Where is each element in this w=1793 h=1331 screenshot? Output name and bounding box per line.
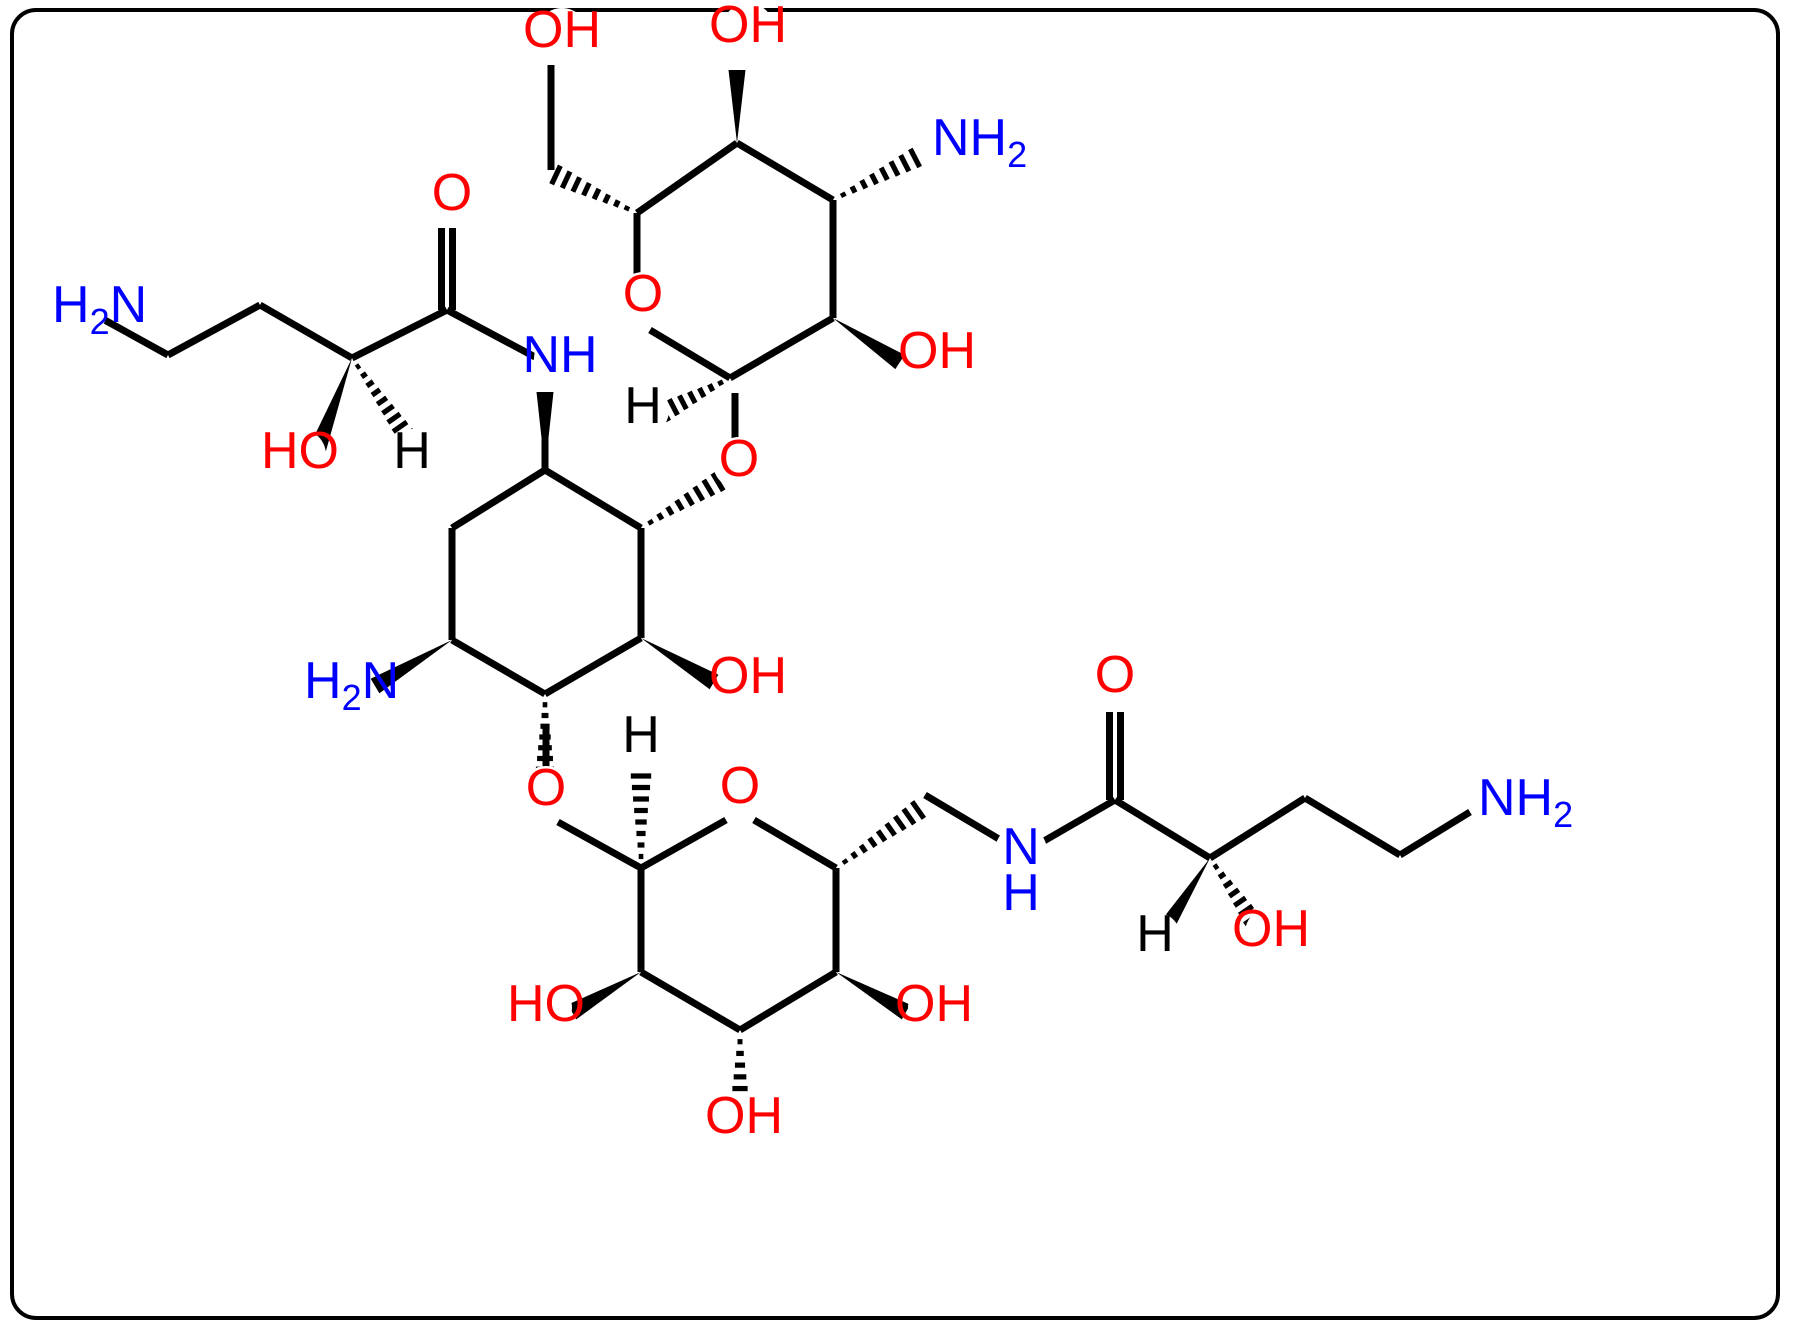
wedge-cyc-c3-oh-wedge <box>641 638 719 690</box>
bond-cyc-c1-c6 <box>450 467 547 531</box>
label-halo <box>274 429 326 481</box>
label-halo <box>615 713 667 765</box>
wedge-botring-c2-ho-wedge <box>567 972 641 1020</box>
atom-label-oxygen: OH <box>705 1087 783 1145</box>
bond-cyc-c5-c4 <box>450 636 547 698</box>
wedge-botring-c4-oh-wedge <box>836 972 911 1020</box>
wedge-bonds <box>310 70 1210 1020</box>
label-halo <box>617 384 669 436</box>
atom-label-oxygen: OH <box>709 647 787 705</box>
hash-topring-c5-ch2-hash <box>549 164 631 212</box>
hash-bonds <box>354 147 1268 1115</box>
atom-label-oxygen: O <box>720 757 760 815</box>
label-halo <box>1089 653 1141 705</box>
atom-label-oxygen: O <box>432 164 472 222</box>
atom-label-oxygen: OH <box>709 0 787 54</box>
bond-topring-c1-c2 <box>728 314 835 382</box>
atom-label-nitrogen: NH2 <box>1478 769 1573 835</box>
label-halo <box>56 283 108 335</box>
atom-label-oxygen: HO <box>261 422 339 480</box>
label-halo <box>426 171 478 223</box>
label-halo <box>534 333 586 385</box>
bond-nh-co <box>1035 796 1117 849</box>
label-halo <box>1129 912 1181 964</box>
atom-label-nitrogen: NH <box>522 326 597 384</box>
wedge-n-c1-wedge <box>536 392 554 470</box>
wedge-topring-c2-oh-wedge <box>833 318 905 370</box>
bond-cg-nh2 <box>1398 809 1472 858</box>
hash-topring-c3-nh2-hash <box>839 147 922 199</box>
hash-botring-c5-ch2-hash <box>841 800 927 865</box>
atom-label-hydrogen: H <box>624 377 662 435</box>
bond-ch2-nh <box>923 791 1011 849</box>
label-halo <box>520 982 572 1034</box>
atom-label-oxygen: OH <box>1232 900 1310 958</box>
label-halo <box>936 116 988 168</box>
atom-label-hydrogen: H <box>1136 905 1174 963</box>
hash-cyc-c2-o-hash <box>647 471 726 526</box>
label-halo <box>520 766 572 818</box>
label-halo <box>995 825 1047 877</box>
atom-label-oxygen: O <box>526 759 566 817</box>
label-halo <box>1482 776 1534 828</box>
wedge-c3-oh-wedge <box>310 358 352 452</box>
label-halo <box>911 329 963 381</box>
diagram-border <box>10 8 1780 1320</box>
atom-label-nitrogen: H2N <box>304 652 399 718</box>
bond-h2n-c1 <box>99 314 170 359</box>
label-halo <box>1245 907 1297 959</box>
label-halo <box>536 8 588 60</box>
label-halo <box>617 272 669 324</box>
hash-topring-c1-h-hash <box>657 379 725 423</box>
bond-botring-c2-c3 <box>639 968 742 1034</box>
label-halo <box>908 982 960 1034</box>
atom-label-oxygen: HO <box>507 975 585 1033</box>
label-halo <box>722 654 774 706</box>
atom-label-oxygen: OH <box>523 1 601 59</box>
atom-label-nitrogen: NH2 <box>932 109 1027 175</box>
bond-topring-c4-c5 <box>634 140 740 216</box>
label-halo <box>308 659 360 711</box>
bond-cb-cg <box>1303 794 1402 859</box>
label-halo <box>714 764 766 816</box>
bond-c1-c2 <box>166 301 262 359</box>
bond-topring-o5-c1 <box>648 326 732 382</box>
bond-topring-c3-c4 <box>735 139 835 204</box>
wedge-cyc-c5-nh2-wedge <box>370 640 452 694</box>
atom-label-oxygen: O <box>623 265 663 323</box>
label-halo <box>995 871 1047 923</box>
atom-label-hydrogen: H <box>393 422 431 480</box>
plain-bonds <box>99 65 1472 1034</box>
bond-co-ca <box>1113 797 1212 861</box>
bond-botring-o-c1b <box>639 816 728 872</box>
bond-c4-n <box>445 306 537 361</box>
label-halo <box>722 3 774 55</box>
bond-botring-c3-c4 <box>738 969 838 1033</box>
atom-label-oxygen: O <box>1095 646 1135 704</box>
double-bonds <box>438 228 1124 800</box>
atom-label-nitrogen: N <box>1002 818 1040 876</box>
atom-label-oxygen: O <box>719 430 759 488</box>
bond-botring-o-c1 <box>556 818 643 872</box>
bond-cyc-c2-c1 <box>543 467 643 531</box>
hash-botring-c1-h-hash <box>630 773 652 860</box>
label-halo <box>386 429 438 481</box>
atom-label-oxygen: OH <box>898 322 976 380</box>
label-halo <box>718 1094 770 1146</box>
bond-c2-c3 <box>258 301 354 362</box>
atom-label-nitrogen: H <box>1002 864 1040 922</box>
atom-label-hydrogen: H <box>622 706 660 764</box>
atom-label-oxygen: OH <box>895 975 973 1033</box>
bond-c3-c4 <box>350 306 449 362</box>
atom-label-nitrogen: H2N <box>52 276 147 342</box>
bond-botring-c5-o <box>752 816 838 872</box>
bond-cyc-c4-c3 <box>543 634 643 698</box>
bond-ca-cb <box>1208 795 1307 861</box>
label-halo <box>713 437 765 489</box>
wedge-topring-c4-oh-wedge <box>728 70 746 143</box>
